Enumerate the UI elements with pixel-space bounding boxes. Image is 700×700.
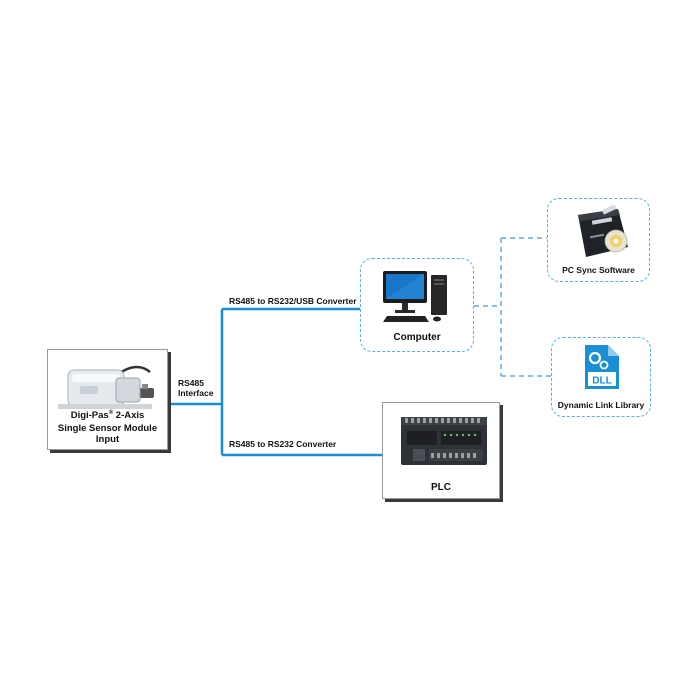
rs485-bus-lines xyxy=(168,307,382,457)
pc-sync-box: PC Sync Software xyxy=(547,198,650,282)
dll-label: Dynamic Link Library xyxy=(557,400,645,410)
software-package-icon xyxy=(578,205,628,257)
registered-mark: ® xyxy=(108,410,114,416)
usb-converter-label: RS485 to RS232/USB Converter xyxy=(229,296,357,306)
rs485-interface-line2: Interface xyxy=(178,388,214,398)
dll-file-icon: DLL xyxy=(585,345,619,389)
computer-icon xyxy=(383,271,447,322)
sensor-module-box: Digi-Pas® 2-Axis Single Sensor Module In… xyxy=(47,349,168,450)
sensor-title-rest: 2-Axis xyxy=(113,410,145,422)
rs232-converter-label: RS485 to RS232 Converter xyxy=(229,439,337,449)
computer-box: Computer xyxy=(360,258,474,352)
pc-sync-label: PC Sync Software xyxy=(562,265,635,275)
dll-icon-text: DLL xyxy=(592,376,611,387)
rs485-interface-line1: RS485 xyxy=(178,378,204,388)
dll-box: DLL Dynamic Link Library xyxy=(551,337,651,417)
plc-label: PLC xyxy=(431,482,451,493)
plc-box: PLC xyxy=(382,402,500,499)
sensor-module-subtitle: Single Sensor Module Input xyxy=(57,423,158,445)
computer-label: Computer xyxy=(393,332,441,343)
software-branch-lines xyxy=(474,237,551,377)
plc-icon xyxy=(401,417,487,465)
sensor-module-icon xyxy=(58,365,154,409)
sensor-brand-label: Digi-Pas xyxy=(70,410,109,422)
sensor-module-title: Digi-Pas® 2-Axis xyxy=(48,410,167,421)
